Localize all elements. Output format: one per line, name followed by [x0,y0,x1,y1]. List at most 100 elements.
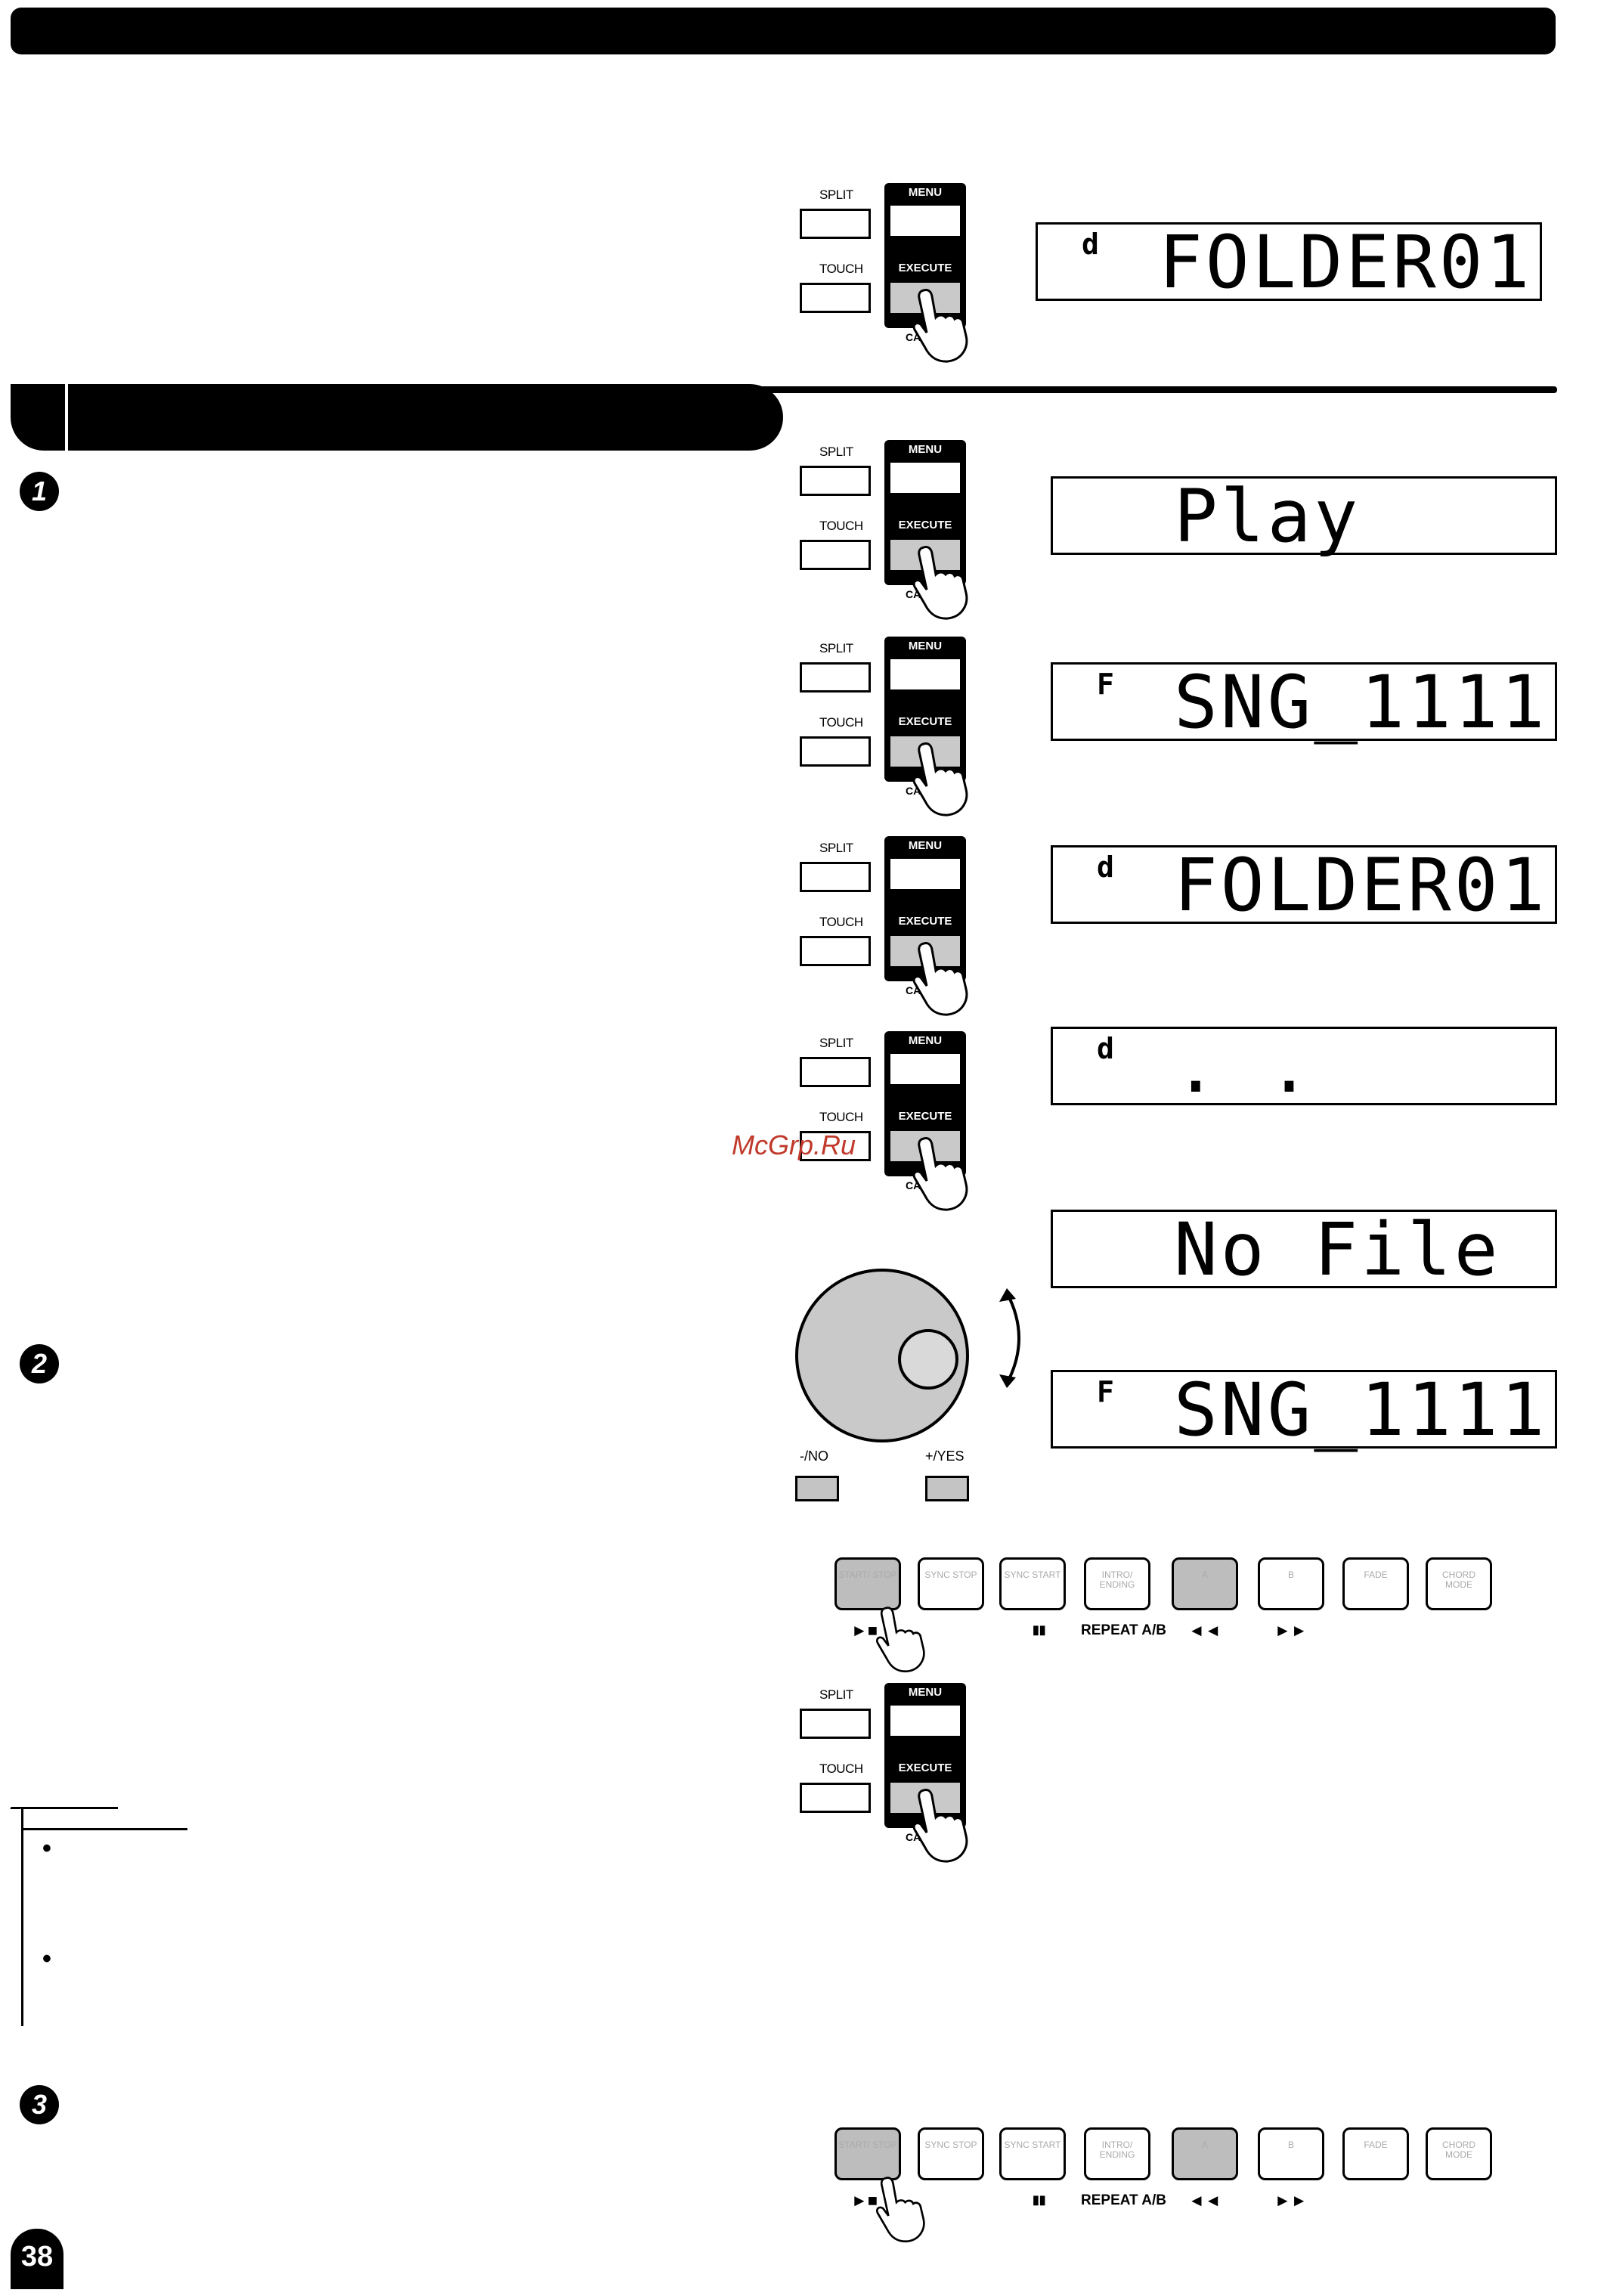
no-button[interactable] [795,1476,839,1501]
touch-button[interactable] [800,1783,871,1813]
step-2-marker: 2 [20,1344,59,1383]
rewind-icon: ◄◄ [1188,2191,1222,2210]
split-button[interactable] [800,466,871,496]
fast-forward-icon: ►► [1274,2191,1308,2210]
split-button[interactable] [800,1057,871,1087]
pressing-hand-icon [912,1789,968,1863]
split-label: SPLIT [819,1036,853,1050]
menu-button[interactable] [890,1706,960,1736]
lcd-text: SNG_1111 [1174,660,1548,745]
pressing-hand-icon [912,1137,968,1211]
touch-label: TOUCH [819,1110,863,1124]
pressing-hand-icon [912,289,968,363]
note-left-rule [21,1807,23,2026]
step-3-marker: 3 [20,2085,59,2124]
note-bullet: • [42,1944,51,1973]
touch-button[interactable] [800,736,871,767]
note-bullet: • [42,1834,51,1863]
a-button[interactable]: A [1172,2127,1238,2180]
lcd-display: d FOLDER01 [1036,222,1542,301]
menu-button[interactable] [890,463,960,493]
control-panel: SPLIT TOUCH MENU EXECUTE CARD [800,183,1004,364]
lcd-indicator: d [1097,1032,1114,1065]
start-stop-button[interactable]: START/ STOP [834,1557,901,1610]
b-button[interactable]: B [1258,1557,1324,1610]
menu-label: MENU [908,1034,943,1047]
start-stop-button[interactable]: START/ STOP [834,2127,901,2180]
yes-button[interactable] [925,1476,969,1501]
lcd-text: . . [1174,1024,1314,1109]
rewind-icon: ◄◄ [1188,1621,1222,1640]
split-label: SPLIT [819,841,853,855]
lcd-text: FOLDER01 [1159,220,1533,305]
menu-button[interactable] [890,659,960,689]
chord-mode-button[interactable]: CHORD MODE [1426,1557,1492,1610]
sync-stop-button[interactable]: SYNC STOP [918,2127,984,2180]
lcd-text: SNG_1111 [1174,1368,1548,1452]
repeat-ab-label: REPEAT A/B [1081,2192,1166,2208]
transport-strip: START/ STOP SYNC STOP SYNC START INTRO/ … [834,1557,1515,1673]
menu-button[interactable] [890,859,960,889]
control-panel: SPLIT TOUCH MENU EXECUTE CARD [800,1031,1004,1213]
play-stop-symbol: ►■ [851,1621,878,1640]
fade-button[interactable]: FADE [1342,2127,1409,2180]
sync-start-button[interactable]: SYNC START [999,2127,1066,2180]
lcd-indicator: d [1097,851,1114,884]
sync-start-button[interactable]: SYNC START [999,1557,1066,1610]
control-panel: SPLIT TOUCH MENU EXECUTE CARD [800,836,1004,1018]
b-button[interactable]: B [1258,2127,1324,2180]
up-down-arrow-icon [999,1288,1020,1388]
fast-forward-icon: ►► [1274,1621,1308,1640]
sync-stop-button[interactable]: SYNC STOP [918,1557,984,1610]
dial-knob[interactable] [898,1329,958,1390]
menu-label: MENU [908,186,943,199]
chord-mode-button[interactable]: CHORD MODE [1426,2127,1492,2180]
control-panel: SPLIT TOUCH MENU EXECUTE CARD [800,637,1004,818]
pause-icon: ▮▮ [1033,2194,1046,2207]
transport-strip: START/ STOP SYNC STOP SYNC START INTRO/ … [834,2127,1515,2243]
execute-label: EXECUTE [898,1762,952,1774]
touch-button[interactable] [800,283,871,313]
pressing-hand-icon [912,546,968,620]
split-button[interactable] [800,862,871,892]
execute-label: EXECUTE [898,262,952,274]
fade-button[interactable]: FADE [1342,1557,1409,1610]
no-label: -/NO [800,1449,828,1464]
execute-label: EXECUTE [898,715,952,728]
section-heading-tab [11,384,783,451]
pressing-hand-icon [912,942,968,1016]
menu-label: MENU [908,1686,943,1699]
split-button[interactable] [800,1709,871,1739]
split-button[interactable] [800,662,871,693]
note-corner [10,1807,22,1809]
lcd-display: d . . [1051,1027,1557,1105]
repeat-ab-label: REPEAT A/B [1081,1622,1166,1638]
menu-label: MENU [908,640,943,652]
split-button[interactable] [800,209,871,239]
intro-ending-button[interactable]: INTRO/ ENDING [1084,2127,1150,2180]
control-panel: SPLIT TOUCH MENU EXECUTE CARD [800,440,1004,621]
touch-label: TOUCH [819,262,863,276]
lcd-display: No File [1051,1210,1557,1288]
split-label: SPLIT [819,187,853,202]
split-label: SPLIT [819,641,853,655]
lcd-text: No File [1174,1207,1501,1292]
split-label: SPLIT [819,1687,853,1702]
note-top-rule [21,1807,118,1809]
touch-label: TOUCH [819,715,863,730]
lcd-indicator: d [1082,228,1099,261]
execute-label: EXECUTE [898,915,952,928]
pause-icon: ▮▮ [1033,1624,1046,1637]
menu-button[interactable] [890,206,960,236]
play-stop-symbol: ►■ [851,2191,878,2210]
section-rule [756,386,1557,393]
intro-ending-button[interactable]: INTRO/ ENDING [1084,1557,1150,1610]
touch-button[interactable] [800,936,871,966]
step-1-marker: 1 [20,472,59,511]
header-bar [11,8,1556,54]
menu-button[interactable] [890,1054,960,1084]
touch-button[interactable] [800,540,871,570]
touch-button[interactable] [800,1131,871,1161]
lcd-display: d FOLDER01 [1051,845,1557,924]
a-button[interactable]: A [1172,1557,1238,1610]
